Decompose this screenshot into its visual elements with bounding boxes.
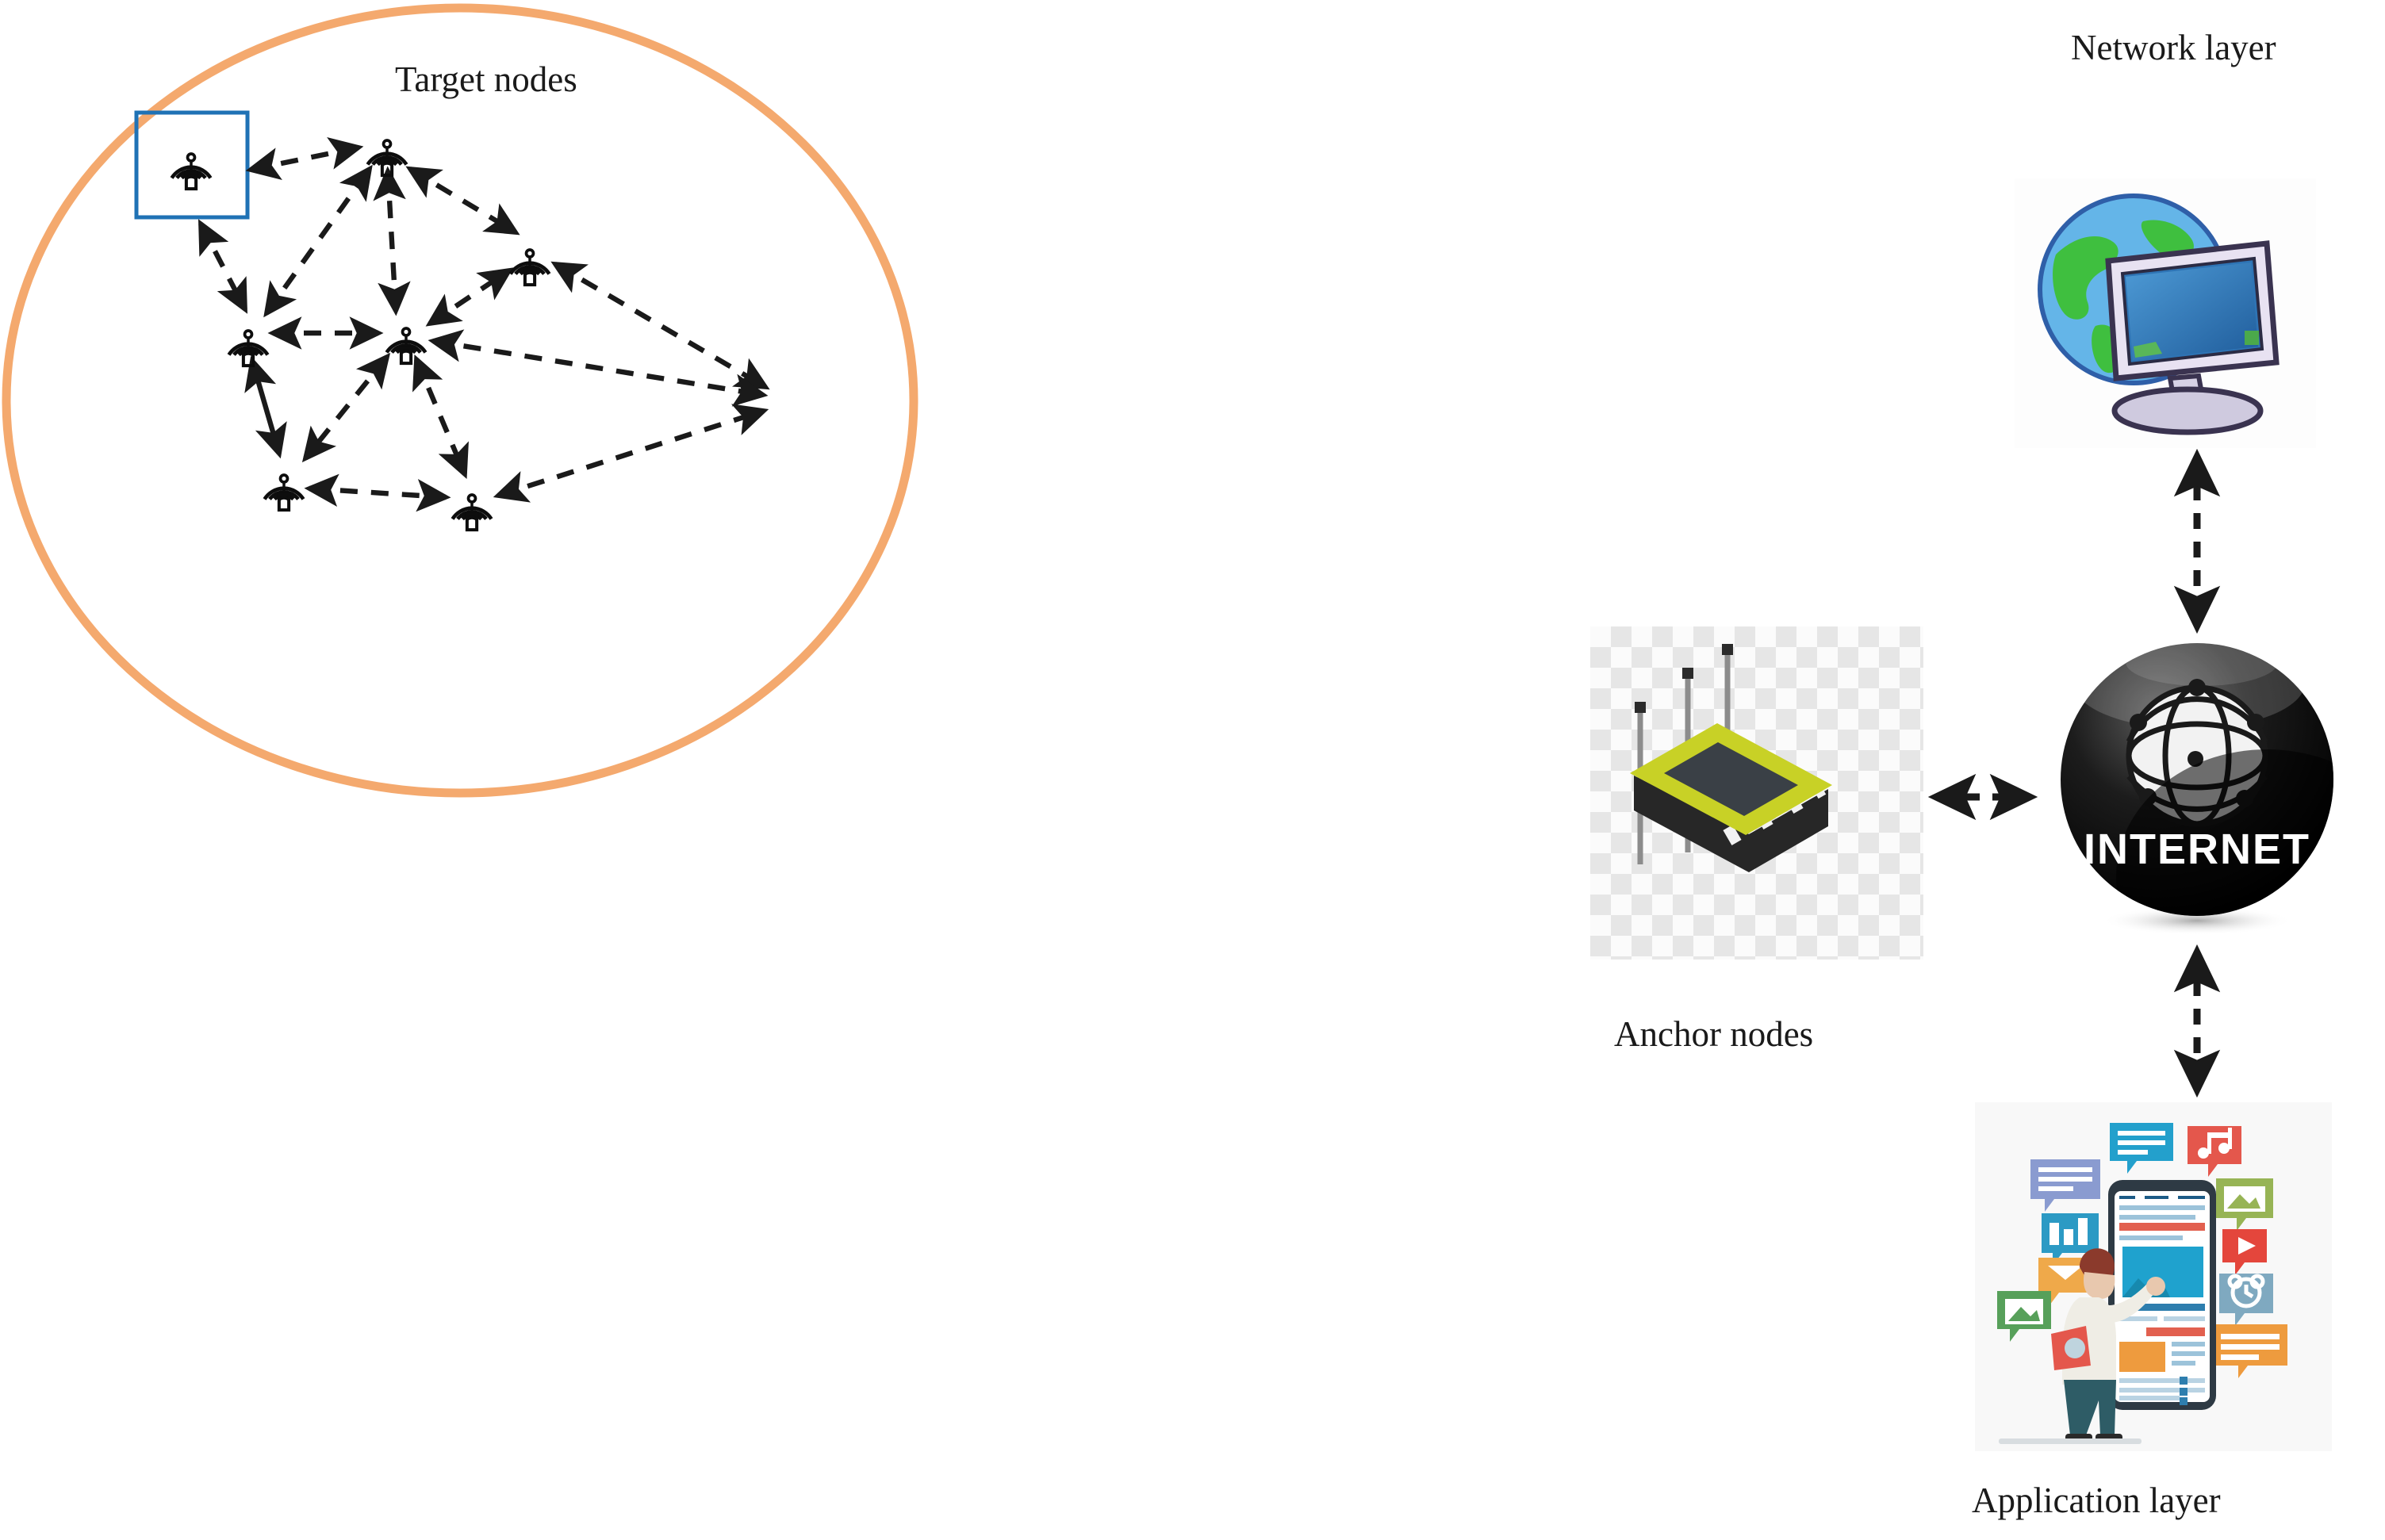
target-nodes-label: Target nodes <box>395 59 577 99</box>
internet-sphere-icon[interactable]: INTERNET <box>2046 638 2348 940</box>
mobile-apps-illustration-icon[interactable] <box>1975 1102 2332 1451</box>
target-node-1[interactable] <box>172 154 211 189</box>
link-t6-t7 <box>304 473 451 512</box>
link-t5-gateway <box>428 329 769 407</box>
link-t1-t2 <box>245 137 364 180</box>
link-t4-t6-solid <box>244 355 287 459</box>
link-t7-gateway <box>493 404 769 503</box>
target-node-4[interactable] <box>229 331 268 366</box>
application-layer-label: Application layer <box>1972 1481 2221 1520</box>
link-t5-t7 <box>412 354 469 480</box>
target-node-6[interactable] <box>265 475 304 510</box>
target-node-5[interactable] <box>387 328 426 363</box>
internet-badge-text: INTERNET <box>2084 826 2310 873</box>
link-t5-t6 <box>301 352 391 463</box>
link-t1-t4 <box>197 219 248 314</box>
anchor-nodes-label: Anchor nodes <box>1614 1014 1814 1054</box>
link-t4-t2 <box>263 164 373 318</box>
network-layer-label: Network layer <box>2071 28 2276 67</box>
target-node-2[interactable] <box>368 140 407 175</box>
target-node-7[interactable] <box>453 495 492 530</box>
link-t5-t2 <box>373 166 411 316</box>
wifi-router-icon[interactable] <box>1590 626 1923 960</box>
coverage-area-ellipse <box>2 3 918 798</box>
link-t5-t3 <box>425 267 514 327</box>
globe-monitor-icon[interactable] <box>2015 178 2316 448</box>
link-t2-t3 <box>405 166 520 236</box>
target-node-3[interactable] <box>511 250 550 285</box>
